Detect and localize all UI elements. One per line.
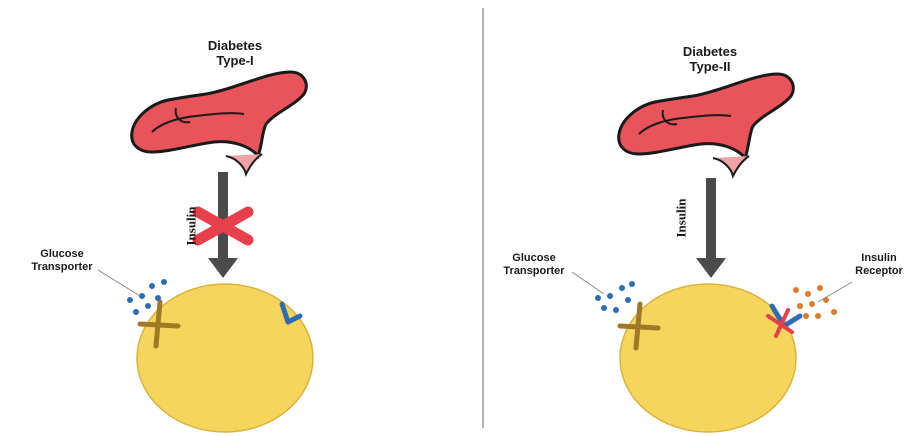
panel-1-title-line2: Type-I <box>175 53 295 68</box>
insulin-arrow <box>696 178 726 278</box>
panel-2-receptor-label-line1: Insulin <box>848 252 910 265</box>
pancreas-icon <box>619 74 794 176</box>
panel-1-title: Diabetes Type-I <box>175 38 295 68</box>
panel-2-title-line1: Diabetes <box>650 44 770 59</box>
panel-1-title-line1: Diabetes <box>175 38 295 53</box>
panel-type-2 <box>572 74 852 432</box>
panel-2-insulin-label: Insulin <box>674 198 690 237</box>
panel-1-glucose-label-line1: Glucose <box>22 248 102 261</box>
panel-1-insulin-label: Insulin <box>184 206 200 245</box>
glucose-dots <box>595 281 635 313</box>
panel-1-glucose-label: Glucose Transporter <box>22 248 102 274</box>
panel-2-glucose-label: Glucose Transporter <box>494 252 574 278</box>
cell <box>137 284 313 432</box>
pancreas-icon <box>132 72 307 174</box>
panel-type-1 <box>98 72 313 432</box>
panel-1-glucose-label-line2: Transporter <box>22 261 102 274</box>
transporter-leader <box>572 272 604 294</box>
panel-2-title-line2: Type-II <box>650 59 770 74</box>
transporter-leader <box>98 270 140 296</box>
panel-2-receptor-label: Insulin Receptor <box>848 252 910 278</box>
panel-2-glucose-label-line2: Transporter <box>494 265 574 278</box>
panel-2-receptor-label-line2: Receptor <box>848 265 910 278</box>
receptor-leader <box>818 282 852 302</box>
panel-2-glucose-label-line1: Glucose <box>494 252 574 265</box>
panel-2-title: Diabetes Type-II <box>650 44 770 74</box>
